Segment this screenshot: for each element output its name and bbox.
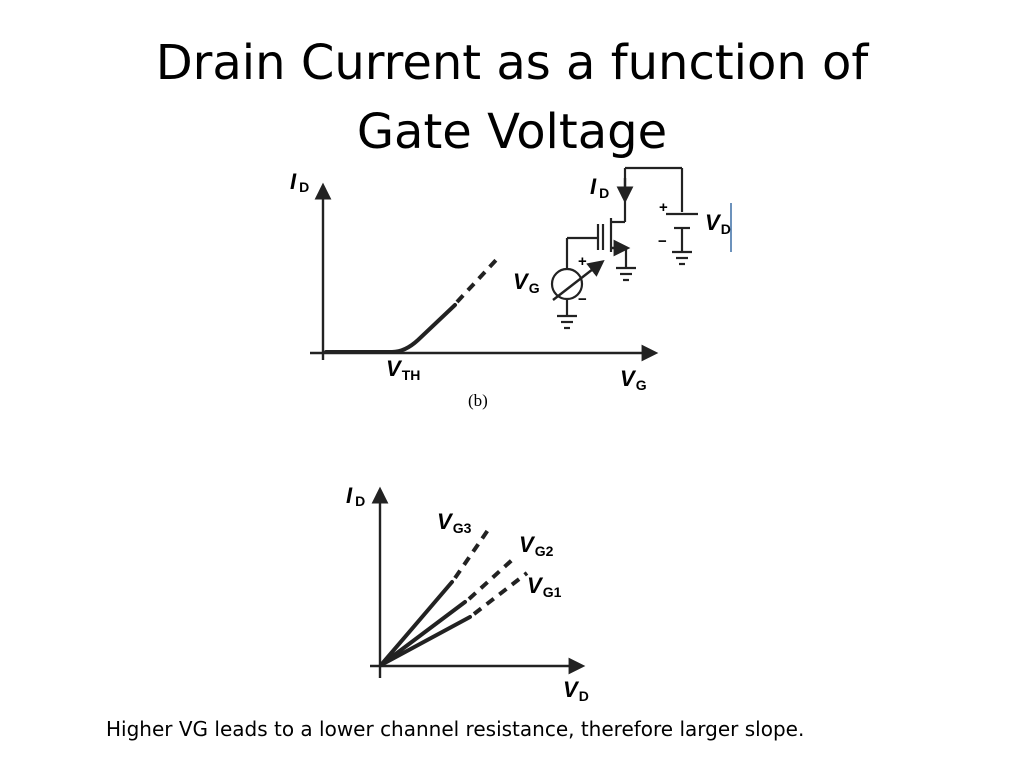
curve-vg2-label: VG2: [519, 532, 554, 559]
curve-vg1: [379, 615, 472, 667]
curve-vg2-extension: [467, 558, 514, 601]
vg-axis-label: VG: [620, 366, 647, 393]
slide-caption: Higher VG leads to a lower channel resis…: [106, 717, 805, 741]
figure-tag: (b): [468, 391, 488, 410]
vg-minus-sign: −: [578, 291, 587, 308]
vg-plus-sign: +: [578, 253, 587, 270]
vd-axis-label: VD: [563, 677, 589, 704]
vth-label: VTH: [386, 356, 420, 383]
id-vg-curve-extension: [455, 256, 500, 304]
circuit-vd-label: VD: [705, 210, 731, 237]
curve-vg2: [379, 600, 467, 667]
id-vg-curve: [324, 303, 457, 354]
vd-plus-sign: +: [659, 199, 668, 216]
curve-vg3: [379, 580, 454, 667]
vd-minus-sign: −: [658, 233, 667, 250]
curve-vg1-label: VG1: [527, 573, 562, 600]
curve-vg3-extension: [453, 528, 490, 580]
vg-variable-arrow: [552, 259, 605, 301]
circuit-vg-label: VG: [513, 269, 540, 296]
curve-vg1-extension: [472, 571, 529, 616]
slide-title-line-2: Gate Voltage: [356, 104, 668, 160]
curve-vg3-label: VG3: [437, 509, 472, 536]
slide-title-line-1: Drain Current as a function of: [155, 35, 869, 91]
